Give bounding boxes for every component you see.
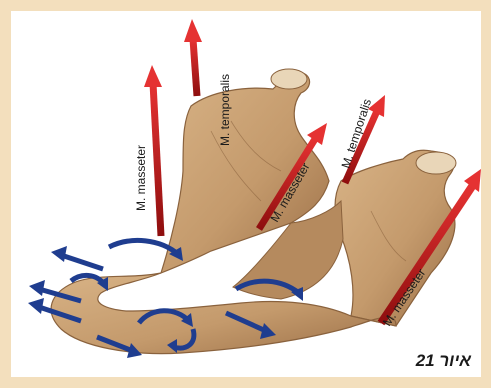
figure-caption: איור 21	[416, 351, 471, 371]
figure-panel: M. masseter M. temporalis M. masseter M.…	[11, 11, 481, 377]
right-condyle	[416, 152, 456, 174]
mandible-diagram: M. masseter M. temporalis M. masseter M.…	[11, 11, 481, 377]
motion-arrow-1	[51, 246, 103, 269]
arrow-temporalis-left	[184, 19, 202, 96]
label-masseter-left: M. masseter	[134, 145, 148, 211]
left-condyle	[271, 69, 307, 89]
label-temporalis-left: M. temporalis	[218, 74, 232, 146]
